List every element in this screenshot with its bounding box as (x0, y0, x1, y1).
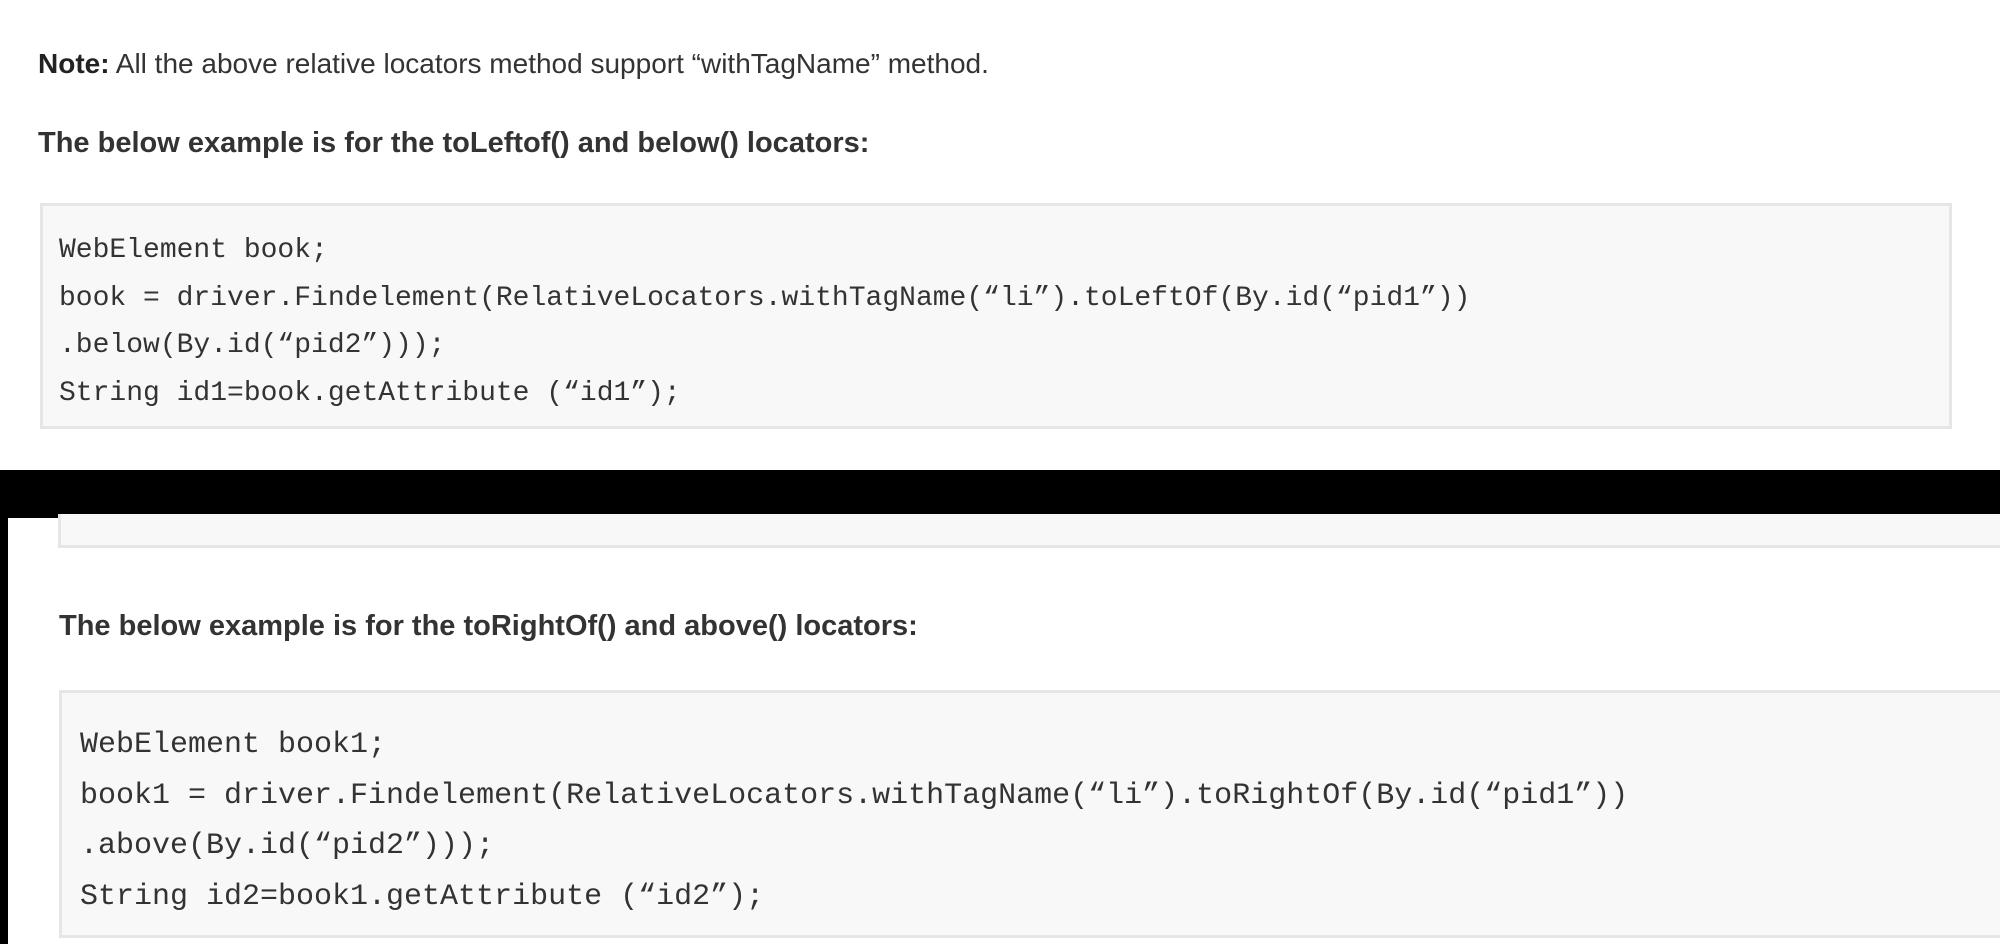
note-text: All the above relative locators method s… (109, 48, 989, 79)
code-line: String id1=book.getAttribute (“id1”); (59, 377, 681, 409)
code-line: WebElement book1; (80, 728, 387, 762)
code-line: WebElement book; (59, 235, 328, 266)
code-block-left-below: WebElement book; book = driver.Findeleme… (40, 203, 1952, 429)
code-line: .below(By.id(“pid2”))); (59, 330, 446, 361)
section-heading-right-above: The below example is for the toRightOf()… (59, 610, 918, 642)
note-paragraph: Note: All the above relative locators me… (38, 48, 989, 80)
top-screenshot-panel: Note: All the above relative locators me… (0, 0, 2000, 470)
code-line: book = driver.Findelement(RelativeLocato… (59, 282, 1471, 314)
section-heading-left-below: The below example is for the toLeftof() … (38, 127, 870, 159)
previous-code-block-edge (58, 514, 2000, 548)
note-label: Note: (38, 48, 110, 79)
bottom-screenshot-panel: The below example is for the toRightOf()… (8, 514, 2000, 944)
code-block-right-above: WebElement book1; book1 = driver.Findele… (59, 690, 2000, 938)
code-line: book1 = driver.Findelement(RelativeLocat… (80, 778, 1629, 813)
code-line: String id2=book1.getAttribute (“id2”); (80, 879, 765, 914)
code-line: .above(By.id(“pid2”))); (80, 829, 495, 863)
